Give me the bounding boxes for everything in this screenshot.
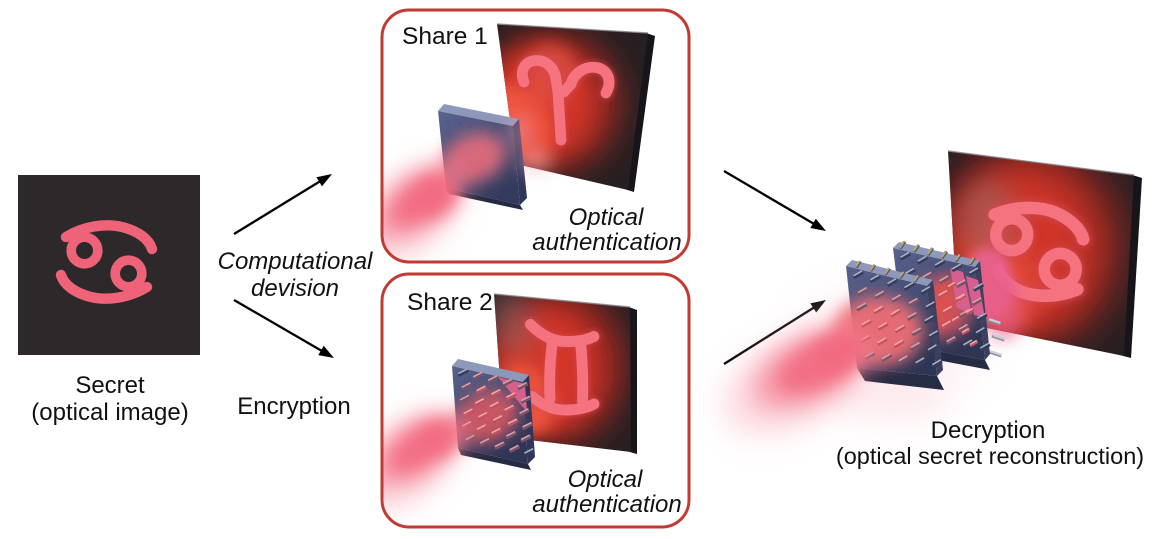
svg-text:Share 1: Share 1 bbox=[402, 23, 488, 50]
svg-text:Encryption: Encryption bbox=[237, 393, 350, 420]
svg-text:Secret: Secret bbox=[75, 372, 145, 399]
svg-text:(optical image): (optical image) bbox=[31, 399, 188, 426]
svg-text:Computational: Computational bbox=[218, 248, 373, 275]
svg-text:Optical: Optical bbox=[568, 466, 643, 493]
svg-text:Share 2: Share 2 bbox=[407, 289, 493, 316]
svg-text:Optical: Optical bbox=[569, 204, 644, 231]
svg-text:authentication: authentication bbox=[532, 229, 681, 256]
svg-text:devision: devision bbox=[251, 275, 339, 302]
svg-text:(optical secret reconstruction: (optical secret reconstruction) bbox=[836, 443, 1144, 469]
svg-text:authentication: authentication bbox=[532, 491, 681, 518]
svg-text:Decryption: Decryption bbox=[931, 417, 1046, 444]
